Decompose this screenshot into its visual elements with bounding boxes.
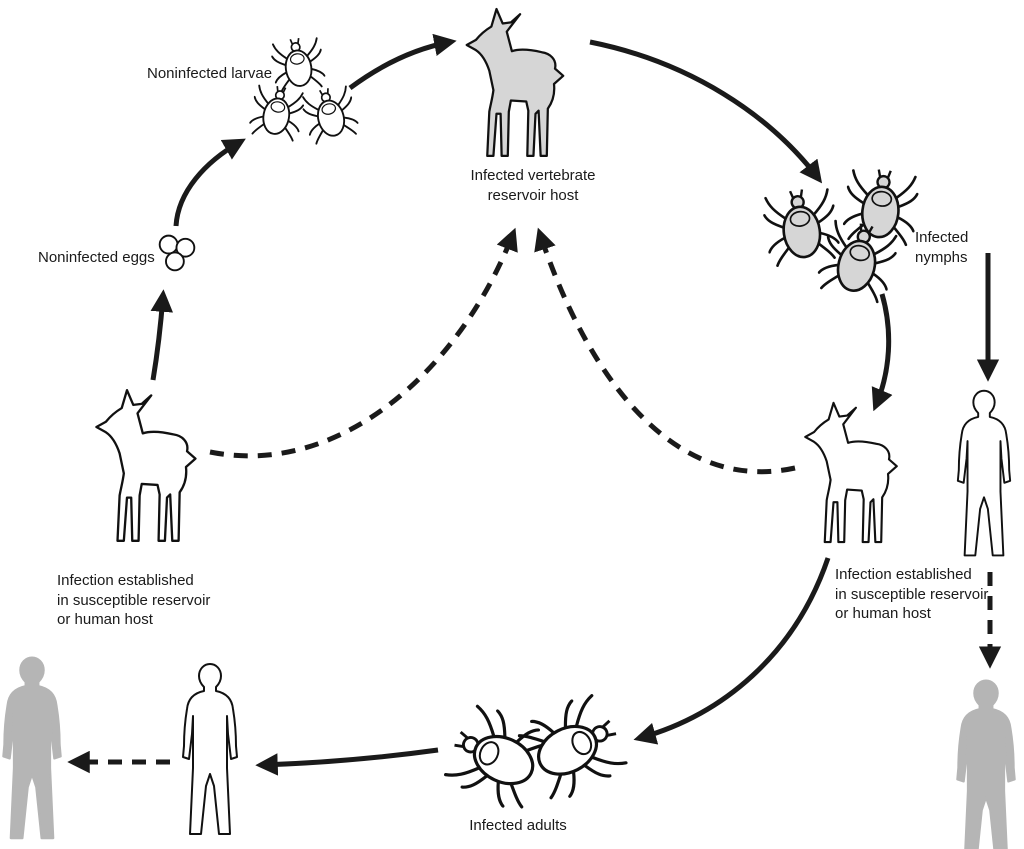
arrow-reservoir-host-to-nymphs — [589, 39, 823, 184]
infection-established-right-label: Infection established in susceptible res… — [835, 566, 989, 622]
infected-adults-icon — [438, 688, 634, 816]
infected-human-right-icon — [956, 679, 1016, 849]
arrow-larvae-to-reservoir-host — [348, 33, 457, 91]
noninfected-larvae-icon — [247, 34, 362, 146]
noninfected-eggs-icon — [158, 234, 196, 272]
arrow-eggs-to-larvae — [173, 138, 246, 227]
infected-human-left-icon — [2, 656, 62, 840]
noninfected-larvae-label: Noninfected larvae — [147, 65, 273, 82]
infected-nymphs-label: Infected nymphs — [915, 229, 969, 266]
left-susceptible-deer-icon — [95, 388, 197, 543]
arrow-deer-to-adults — [633, 557, 831, 745]
infected-vertebrate-host-label: Infected vertebrate reservoir host — [470, 167, 596, 204]
dashed-arrow-right-deer-to-reservoir — [534, 227, 796, 475]
arrow-deer-to-eggs — [150, 289, 174, 381]
infected-adults-label: Infected adults — [469, 817, 567, 834]
infected-reservoir-deer-icon — [465, 7, 565, 158]
arrow-adults-to-human — [255, 747, 439, 776]
dashed-arrow-left-deer-to-reservoir — [209, 227, 518, 459]
susceptible-human-left-icon — [181, 662, 239, 836]
susceptible-human-right-icon — [956, 389, 1012, 557]
infected-nymphs-icon — [760, 165, 921, 305]
arrow-nymphs-to-deer — [871, 293, 893, 412]
noninfected-eggs-label: Noninfected eggs — [38, 249, 155, 266]
right-susceptible-deer-icon — [804, 401, 898, 544]
infection-established-left-label: Infection established in susceptible res… — [57, 572, 211, 628]
